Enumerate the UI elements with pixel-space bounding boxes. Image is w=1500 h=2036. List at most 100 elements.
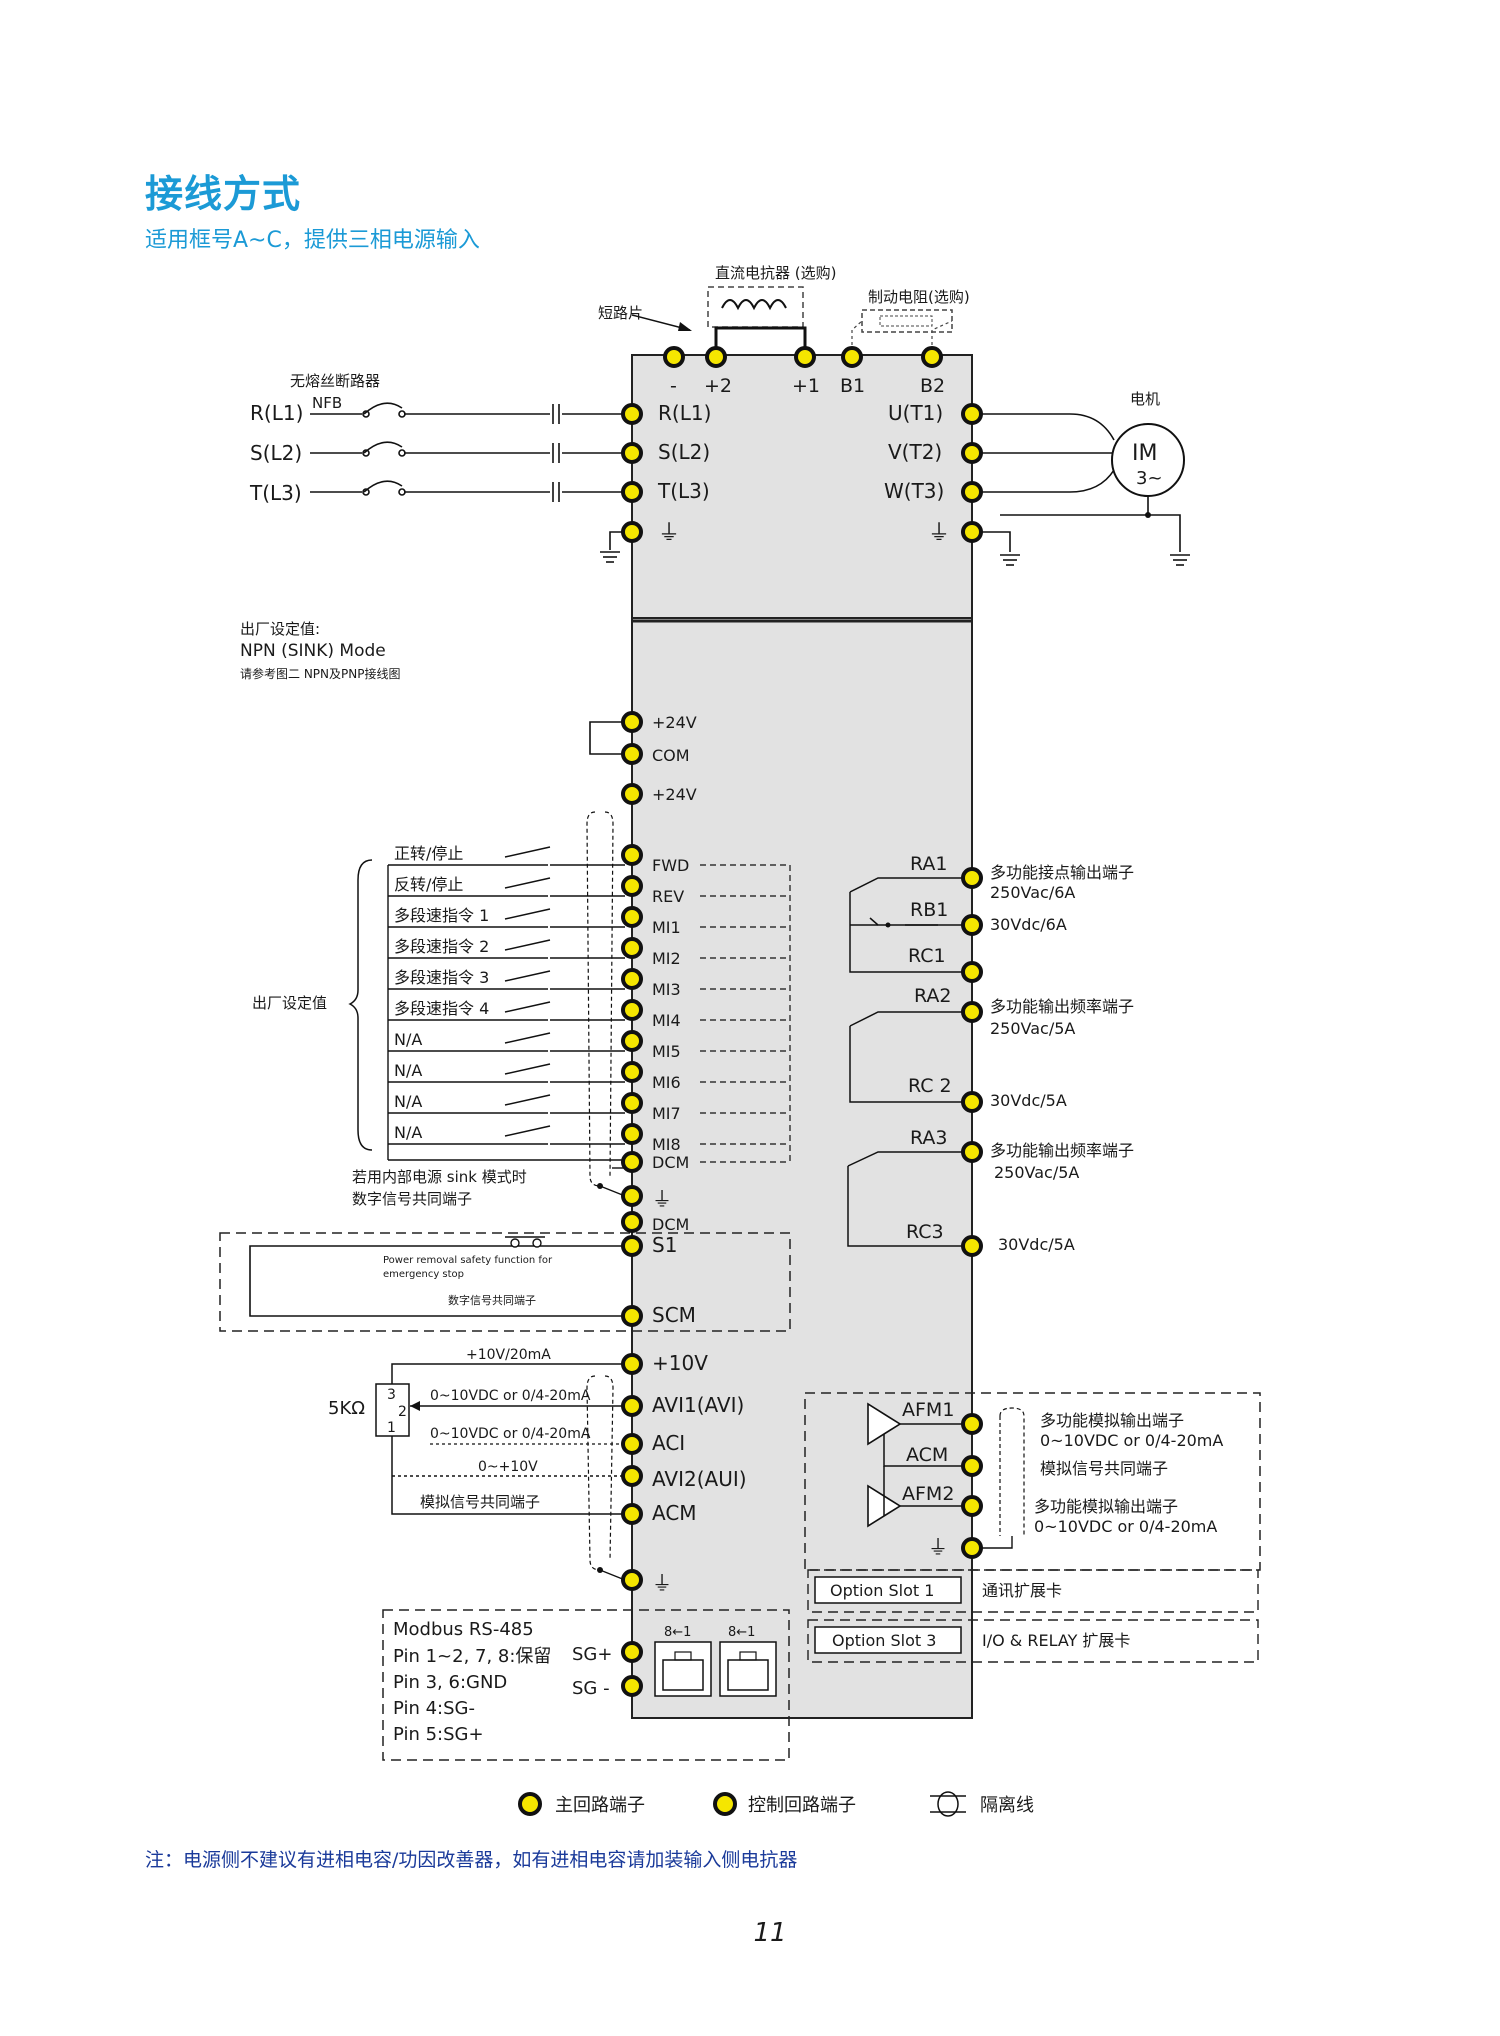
digital-term-label: MI4 [652, 1011, 681, 1030]
page-number: 11 [753, 1918, 787, 1948]
terminal-screw [961, 521, 983, 543]
terminal-screw [621, 1092, 643, 1114]
analog-term-aci: ACI [652, 1431, 685, 1455]
dc-term-b2: B2 [920, 375, 945, 397]
terminal-screw [961, 1001, 983, 1023]
factory-line-2: NPN (SINK) Mode [240, 641, 386, 661]
relay2-ra: RA2 [914, 985, 952, 1007]
terminal-screw [621, 442, 643, 464]
terminal-screw [961, 1455, 983, 1477]
analog-label-aci: 0~10VDC or 0/4-20mA [430, 1426, 591, 1442]
ground-symbol-out: ⏚ [928, 521, 950, 546]
analog-term-avi1: AVI1(AVI) [652, 1393, 744, 1417]
switch-label: 多段速指令 4 [394, 999, 489, 1018]
terminal-screw [621, 1465, 643, 1487]
option-slot-3-desc: I/O & RELAY 扩展卡 [982, 1631, 1130, 1650]
afm1-desc-2: 0~10VDC or 0/4-20mA [1040, 1431, 1223, 1450]
terminal-screw [621, 783, 643, 805]
drive-control-panel [631, 617, 973, 1719]
terminal-screw [841, 346, 863, 368]
terminal-screw [961, 1537, 983, 1559]
page-title: 接线方式 [145, 172, 302, 216]
option-slot-3-label: Option Slot 3 [832, 1631, 936, 1650]
dc-term-plus1: +1 [792, 375, 820, 397]
switch-label: N/A [394, 1061, 422, 1080]
modbus-line-2: Pin 1~2, 7, 8:保留 [393, 1646, 551, 1667]
relay1-rb: RB1 [910, 899, 948, 921]
terminal-screw [621, 875, 643, 897]
input-term-s: S(L2) [658, 440, 710, 464]
terminal-screw [621, 1151, 643, 1173]
factory-group-label: 出厂设定值 [252, 994, 327, 1012]
terminal-screw [961, 1495, 983, 1517]
afm-acm-desc: 模拟信号共同端子 [1040, 1459, 1168, 1478]
terminal-screw [621, 743, 643, 765]
option-slot-1-desc: 通讯扩展卡 [982, 1581, 1062, 1600]
switch-label: 多段速指令 1 [394, 906, 489, 925]
terminal-screw [621, 1305, 643, 1327]
pot-pin-3: 3 [387, 1387, 396, 1403]
terminal-screw [621, 1185, 643, 1207]
terminal-screw [621, 1395, 643, 1417]
dcm-term-2: DCM [652, 1215, 689, 1234]
modbus-term-sgp: SG+ [572, 1644, 612, 1665]
relay1-desc-1: 多功能接点输出端子 [990, 863, 1134, 882]
digital-term-label: MI5 [652, 1042, 681, 1061]
factory-line-3: 请参考图二 NPN及PNP接线图 [240, 666, 400, 681]
analog-term-10v: +10V [652, 1351, 708, 1375]
relay3-ra: RA3 [910, 1127, 948, 1149]
output-term-u: U(T1) [888, 401, 943, 425]
modbus-line-3: Pin 3, 6:GND [393, 1672, 507, 1693]
terminal-screw [961, 1235, 983, 1257]
motor-label: IM [1132, 441, 1157, 466]
digital-term-label: MI8 [652, 1135, 681, 1154]
afm2-term: AFM2 [902, 1483, 954, 1505]
terminal-screw [621, 711, 643, 733]
relay2-desc-3: 30Vdc/5A [990, 1091, 1067, 1110]
terminal-screw [621, 1569, 643, 1591]
output-term-w: W(T3) [884, 479, 944, 503]
sto-common: 数字信号共同端子 [448, 1293, 536, 1307]
pot-label: 5KΩ [328, 1398, 365, 1419]
switch-label: 正转/停止 [394, 844, 463, 863]
terminal-screw [621, 481, 643, 503]
terminal-screw [621, 1235, 643, 1257]
modbus-line-5: Pin 5:SG+ [393, 1724, 484, 1745]
terminal-screw [621, 1433, 643, 1455]
factory-line-1: 出厂设定值: [240, 620, 320, 638]
ground-symbol-analog: ⏚ [652, 1571, 672, 1595]
relay1-desc-3: 30Vdc/6A [990, 915, 1067, 934]
supply-term-24v-a: +24V [652, 713, 697, 732]
rj45-port-2 [719, 1641, 777, 1697]
modbus-box [382, 1609, 790, 1761]
analog-label-avi2: 0~+10V [478, 1459, 538, 1475]
dc-term-plus2: +2 [704, 375, 732, 397]
potentiometer [375, 1383, 410, 1437]
terminal-screw [621, 1353, 643, 1375]
terminal-screw [621, 937, 643, 959]
terminal-screw [621, 1641, 643, 1663]
terminal-screw [961, 961, 983, 983]
jumper-label: 短路片 [598, 304, 643, 322]
relay3-desc-2: 250Vac/5A [994, 1163, 1079, 1182]
legend-shield-label: 隔离线 [980, 1795, 1034, 1816]
terminal-screw [961, 442, 983, 464]
dcm-term: DCM [652, 1153, 689, 1172]
reactor-label: 直流电抗器 (选购) [715, 264, 836, 282]
analog-label-avi1: 0~10VDC or 0/4-20mA [430, 1388, 591, 1404]
relay3-desc-3: 30Vdc/5A [998, 1235, 1075, 1254]
terminal-screw [621, 1675, 643, 1697]
terminal-screw [621, 906, 643, 928]
terminal-screw [961, 1141, 983, 1163]
terminal-screw [621, 1211, 643, 1233]
legend-shield-icon [930, 1791, 966, 1817]
digital-term-label: REV [652, 887, 684, 906]
relay3-desc-1: 多功能输出频率端子 [990, 1141, 1134, 1160]
relay2-desc-1: 多功能输出频率端子 [990, 997, 1134, 1016]
legend-main-label: 主回路端子 [555, 1795, 645, 1816]
digital-term-label: MI6 [652, 1073, 681, 1092]
nfb-title: 无熔丝断路器 [290, 372, 380, 390]
rj45-port-1 [654, 1641, 712, 1697]
input-term-t: T(L3) [657, 479, 710, 503]
supply-term-24v-b: +24V [652, 785, 697, 804]
